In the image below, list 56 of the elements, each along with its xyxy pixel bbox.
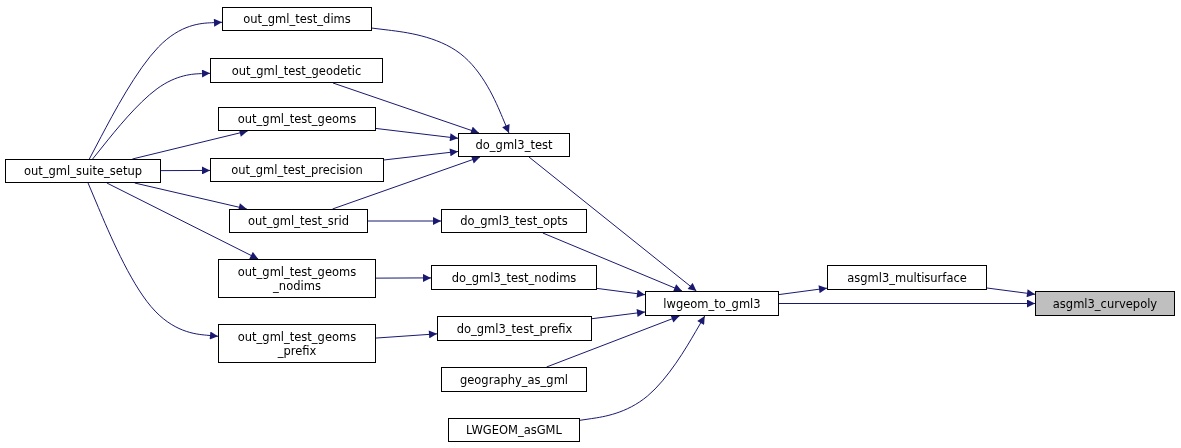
function-box <box>437 316 592 341</box>
function-name: out_gml_test_srid <box>247 214 350 228</box>
arrow <box>332 155 481 210</box>
function-box <box>222 7 372 31</box>
arrow <box>591 309 646 320</box>
arrow <box>367 217 442 225</box>
function-name: out_gml_test_dims <box>243 12 351 26</box>
function-name: out_gml_test_geoms _nodims <box>236 264 358 293</box>
function-name: do_gml3_test_opts <box>460 214 568 228</box>
function-box <box>210 58 383 83</box>
function-name: LWGEOM_asGML <box>466 423 562 437</box>
function-box <box>645 291 779 316</box>
arrow <box>92 69 211 160</box>
function-name: do_gml3_test_nodims <box>451 270 577 285</box>
function-box <box>441 209 587 233</box>
arrow <box>371 27 510 134</box>
function-box <box>458 133 570 157</box>
arrow <box>542 232 683 292</box>
function-box <box>218 324 376 363</box>
function-name: out_gml_test_geodetic <box>231 63 362 78</box>
arrow <box>106 182 259 260</box>
arrow <box>160 166 211 175</box>
function-name: out_gml_test_geoms <box>237 112 357 126</box>
function-box <box>431 265 597 290</box>
function-name: do_gml3_test_prefix <box>456 321 573 336</box>
arrow <box>87 182 219 340</box>
function-box <box>448 418 580 442</box>
arrow <box>986 287 1036 298</box>
function-name: out_gml_suite_setup <box>24 164 142 178</box>
function-name: geography_as_gml <box>459 372 569 387</box>
arrow <box>88 18 223 160</box>
function-name: do_gml3_test <box>475 138 553 152</box>
function-box <box>229 209 368 233</box>
arrow <box>546 315 680 368</box>
function-name: asgml3_multisurface <box>847 270 967 285</box>
function-box <box>441 367 587 392</box>
arrow <box>383 148 459 161</box>
arrow <box>375 330 438 339</box>
arrow <box>579 315 706 421</box>
function-box <box>210 158 384 182</box>
function-box <box>218 259 376 298</box>
function-name: lwgeom_to_gml3 <box>663 296 761 311</box>
arrow <box>332 82 480 135</box>
function-box <box>1035 291 1175 316</box>
arrow <box>375 127 459 142</box>
arrow <box>596 287 646 298</box>
arrow <box>778 299 1036 308</box>
function-name: asgml3_curvepoly <box>1052 296 1158 311</box>
function-box <box>827 265 987 290</box>
function-box <box>5 159 161 183</box>
function-name: out_gml_test_precision <box>231 163 363 177</box>
function-name: out_gml_test_geoms _prefix <box>236 329 358 358</box>
arrow <box>528 156 697 292</box>
arrow <box>778 285 828 296</box>
function-box <box>218 107 376 131</box>
arrow <box>375 273 432 282</box>
